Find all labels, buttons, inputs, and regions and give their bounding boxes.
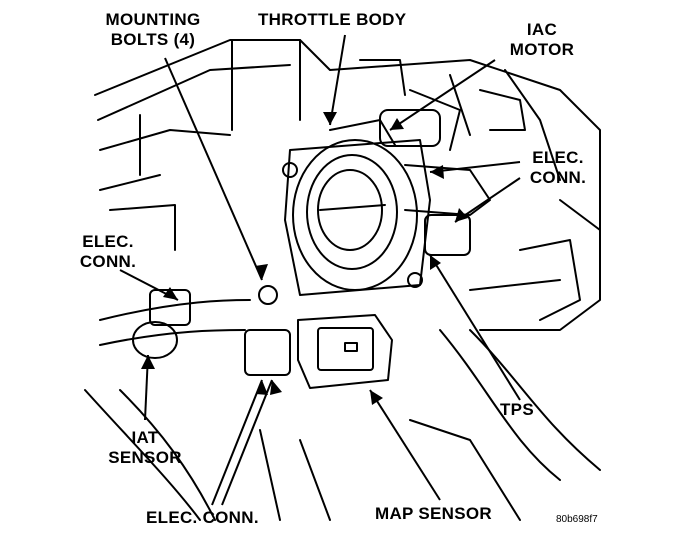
label-elec-conn-left-line2: CONN.: [79, 252, 137, 271]
label-iac-motor-line2: MOTOR: [509, 40, 575, 59]
label-elec-conn-right-line1: ELEC.: [532, 148, 584, 167]
label-iat-sensor-line1: IAT: [131, 428, 159, 447]
iac-motor-body: [379, 109, 441, 147]
iat-sensor-body: [132, 321, 178, 359]
label-mounting-bolts-line2: BOLTS (4): [110, 30, 196, 49]
label-iat-sensor: IAT SENSOR: [100, 428, 190, 468]
figure-code: 80b698f7: [556, 514, 598, 525]
label-mounting-bolts: MOUNTING BOLTS (4): [88, 10, 218, 50]
throttle-bore-inner: [306, 154, 398, 270]
label-elec-conn-bottom: ELEC. CONN.: [146, 508, 259, 527]
label-throttle-body: THROTTLE BODY: [258, 10, 407, 29]
label-map-sensor: MAP SENSOR: [375, 504, 492, 523]
label-tps: TPS: [500, 400, 534, 419]
label-elec-conn-left: ELEC. CONN.: [68, 232, 148, 272]
elec-conn-bottom-body: [244, 329, 291, 376]
label-elec-conn-right: ELEC. CONN.: [518, 148, 598, 188]
label-iac-motor: IAC MOTOR: [492, 20, 592, 60]
label-iat-sensor-line2: SENSOR: [108, 448, 182, 467]
label-iac-motor-line1: IAC: [526, 20, 558, 39]
label-elec-conn-left-line1: ELEC.: [82, 232, 134, 251]
map-sensor-body: [297, 314, 393, 389]
tps-body: [424, 214, 471, 256]
intake-manifold-outline: [94, 39, 601, 331]
label-mounting-bolts-line1: MOUNTING: [105, 10, 201, 29]
label-elec-conn-right-line2: CONN.: [529, 168, 587, 187]
throttle-bore-outer: [292, 139, 418, 291]
